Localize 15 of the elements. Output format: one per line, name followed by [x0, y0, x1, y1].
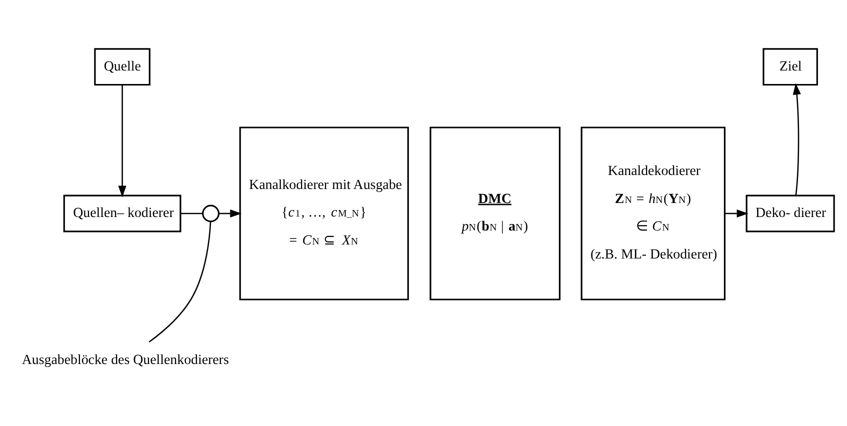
node-text: Ausgabeblöcke des Quellenkodierers — [22, 352, 229, 368]
node-box: Kanaldekodierer ZN = hN(YN) ∈ CN (z.B. ML- Dekodierer) — [580, 126, 726, 300]
arrow — [792, 82, 801, 195]
node-box: Kanalkodierer mit Ausgabe {c1, …, cM_N} = CN ⊆ XN — [239, 126, 409, 300]
connector — [148, 221, 212, 342]
node-circle — [202, 204, 220, 222]
node-box: Quelle — [94, 48, 150, 86]
connector — [180, 212, 203, 214]
node-box: Deko- dierer — [746, 194, 835, 232]
node-box: Quellen– kodierer — [63, 194, 182, 232]
arrow — [218, 208, 242, 218]
node-box: Ziel — [762, 48, 818, 86]
arrow — [724, 208, 748, 218]
arrow — [118, 84, 126, 197]
node-box: DMC pN(bN | aN) — [430, 126, 560, 300]
